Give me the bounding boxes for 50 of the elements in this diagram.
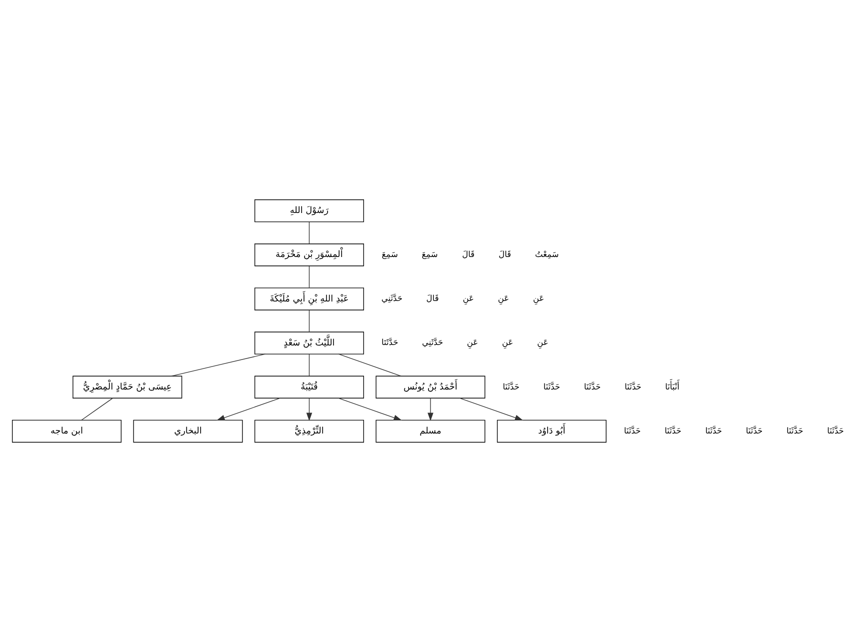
- label: عَنِ: [462, 293, 474, 304]
- label: عَنِ: [537, 337, 548, 348]
- label: سَمِعَ: [382, 249, 398, 259]
- node-box: مسلم: [376, 420, 486, 443]
- node-box: اللَّيْثُ بْنُ سَعْدٍ: [254, 332, 364, 354]
- arrow: [306, 398, 312, 422]
- label: عَنِ: [466, 337, 478, 348]
- label: أَنْبَأَنَا: [665, 381, 680, 392]
- arrow: [338, 398, 402, 420]
- connector: [308, 266, 310, 288]
- label: سَمِعْتُ: [535, 249, 559, 259]
- label: حَدَّثَنَا: [705, 425, 722, 436]
- label: قَالَ: [426, 293, 439, 304]
- node-box: ابن ماجه: [12, 420, 122, 443]
- label: حَدَّثَنَا: [502, 381, 520, 392]
- connector: [81, 398, 114, 420]
- arrow: [216, 398, 280, 420]
- label: عَنِ: [502, 337, 514, 348]
- node-box: التِّرْمِذِيُّ: [254, 420, 364, 443]
- node-box: اْلمِسْوَرِ بْن مَخْرَمَة: [254, 244, 364, 266]
- connector: [308, 221, 310, 244]
- connector: [308, 310, 310, 332]
- node-box: أَحْمَدُ بْنُ يُونُس: [376, 376, 486, 398]
- connector: [171, 354, 266, 376]
- label: حَدَّثَنَا: [584, 381, 601, 392]
- node-box: البخاري: [133, 420, 243, 443]
- connector: [308, 354, 310, 376]
- label: حَدَّثَنَا: [664, 425, 682, 436]
- node-box: أَبُو دَاوُد: [496, 420, 606, 443]
- label: حَدَّثَنَا: [543, 381, 560, 392]
- label: حَدَّثَنَا: [381, 337, 398, 348]
- label: عَنِ: [533, 293, 544, 304]
- label: حَدَّثَنَا: [624, 425, 641, 436]
- label: حَدَّثَنَا: [746, 425, 763, 436]
- label: قَالَ: [462, 249, 475, 259]
- label: حَدَّثَنَا: [624, 381, 642, 392]
- arrow: [428, 398, 434, 422]
- node-box: رَسُوْلَ اللهِ: [254, 199, 364, 222]
- label: قَالَ: [498, 249, 512, 259]
- node-box: عَبْدِ اللهِ بْنِ أَبِي مُلَيْكَةَ: [254, 288, 364, 310]
- label: حَدَّثَنِي: [422, 337, 444, 348]
- node-box: قُتَيْبَةُ: [254, 376, 364, 398]
- connector: [338, 354, 402, 376]
- arrow: [459, 398, 524, 420]
- label: سَمِعَ: [422, 249, 438, 259]
- label: عَنِ: [498, 293, 510, 304]
- label: حَدَّثَنَا: [827, 425, 844, 436]
- node-box: عِيسَى بْنُ حَمَّادٍ الْمِصْرِيُّ: [72, 376, 182, 398]
- label: حَدَّثَنَا: [786, 425, 804, 436]
- label: حَدَّثَنِي: [381, 293, 402, 304]
